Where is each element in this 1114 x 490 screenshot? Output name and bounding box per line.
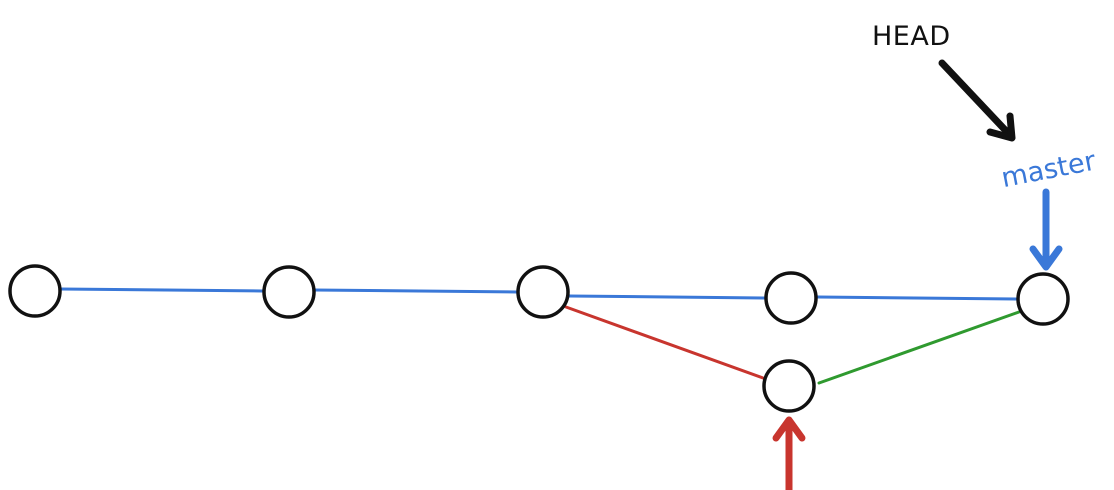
commit-node-2 <box>262 265 316 319</box>
master-pointer-head <box>1029 245 1063 271</box>
arrow-down-right-icon <box>938 59 1016 142</box>
edge-merge-commit <box>817 310 1021 385</box>
edge-branch-commit <box>564 305 765 380</box>
master-label: master <box>999 145 1099 194</box>
commit-node-3 <box>516 265 570 319</box>
head-pointer-head <box>986 112 1016 142</box>
commit-node-4 <box>764 271 818 325</box>
head-label: HEAD <box>872 21 951 52</box>
edge-commit-2-3 <box>312 288 519 294</box>
edge-commit-1-2 <box>58 287 264 293</box>
commit-node-5 <box>1016 272 1070 326</box>
arrow-down-icon <box>1029 188 1063 271</box>
edge-commit-3-4 <box>567 294 767 300</box>
commit-node-1 <box>8 264 62 318</box>
commit-node-branch <box>762 359 816 413</box>
branch-pointer-head <box>772 416 806 442</box>
head-pointer-line <box>938 59 1012 137</box>
arrow-up-icon <box>772 416 806 490</box>
edge-commit-4-5 <box>816 295 1018 301</box>
